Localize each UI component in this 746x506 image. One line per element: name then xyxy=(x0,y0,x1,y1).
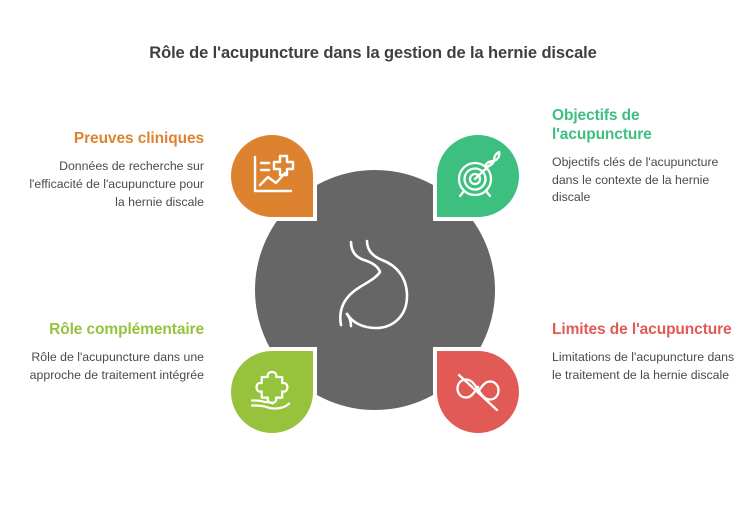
badge-objectifs-acupuncture[interactable] xyxy=(433,131,523,221)
block-limites-acupuncture: Limites de l'acupuncture Limitations de … xyxy=(552,321,738,385)
block-heading: Limites de l'acupuncture xyxy=(552,321,732,338)
stomach-icon xyxy=(338,239,409,330)
badge-role-complementaire[interactable] xyxy=(227,347,317,437)
block-heading: Objectifs de l'acupuncture xyxy=(552,107,652,143)
block-preuves-cliniques: Preuves cliniques Données de recherche s… xyxy=(18,130,204,211)
badge-limites-acupuncture[interactable] xyxy=(433,347,523,437)
page-title: Rôle de l'acupuncture dans la gestion de… xyxy=(149,44,597,62)
target-arrow-icon xyxy=(457,150,501,198)
block-body: Rôle de l'acupuncture dans une approche … xyxy=(29,349,204,382)
badge-preuves-cliniques[interactable] xyxy=(227,131,317,221)
block-heading: Preuves cliniques xyxy=(73,130,204,147)
medical-chart-icon xyxy=(253,154,295,193)
block-objectifs-acupuncture: Objectifs de l'acupuncture Objectifs clé… xyxy=(552,107,738,207)
block-body: Objectifs clés de l'acupuncture dans le … xyxy=(552,154,719,205)
block-role-complementaire: Rôle complémentaire Rôle de l'acupunctur… xyxy=(18,321,204,385)
block-body: Limitations de l'acupuncture dans le tra… xyxy=(552,349,735,382)
block-heading: Rôle complémentaire xyxy=(49,321,204,338)
crossed-infinity-icon xyxy=(456,373,500,412)
block-body: Données de recherche sur l'efficacité de… xyxy=(29,158,204,209)
hand-puzzle-icon xyxy=(250,370,291,410)
